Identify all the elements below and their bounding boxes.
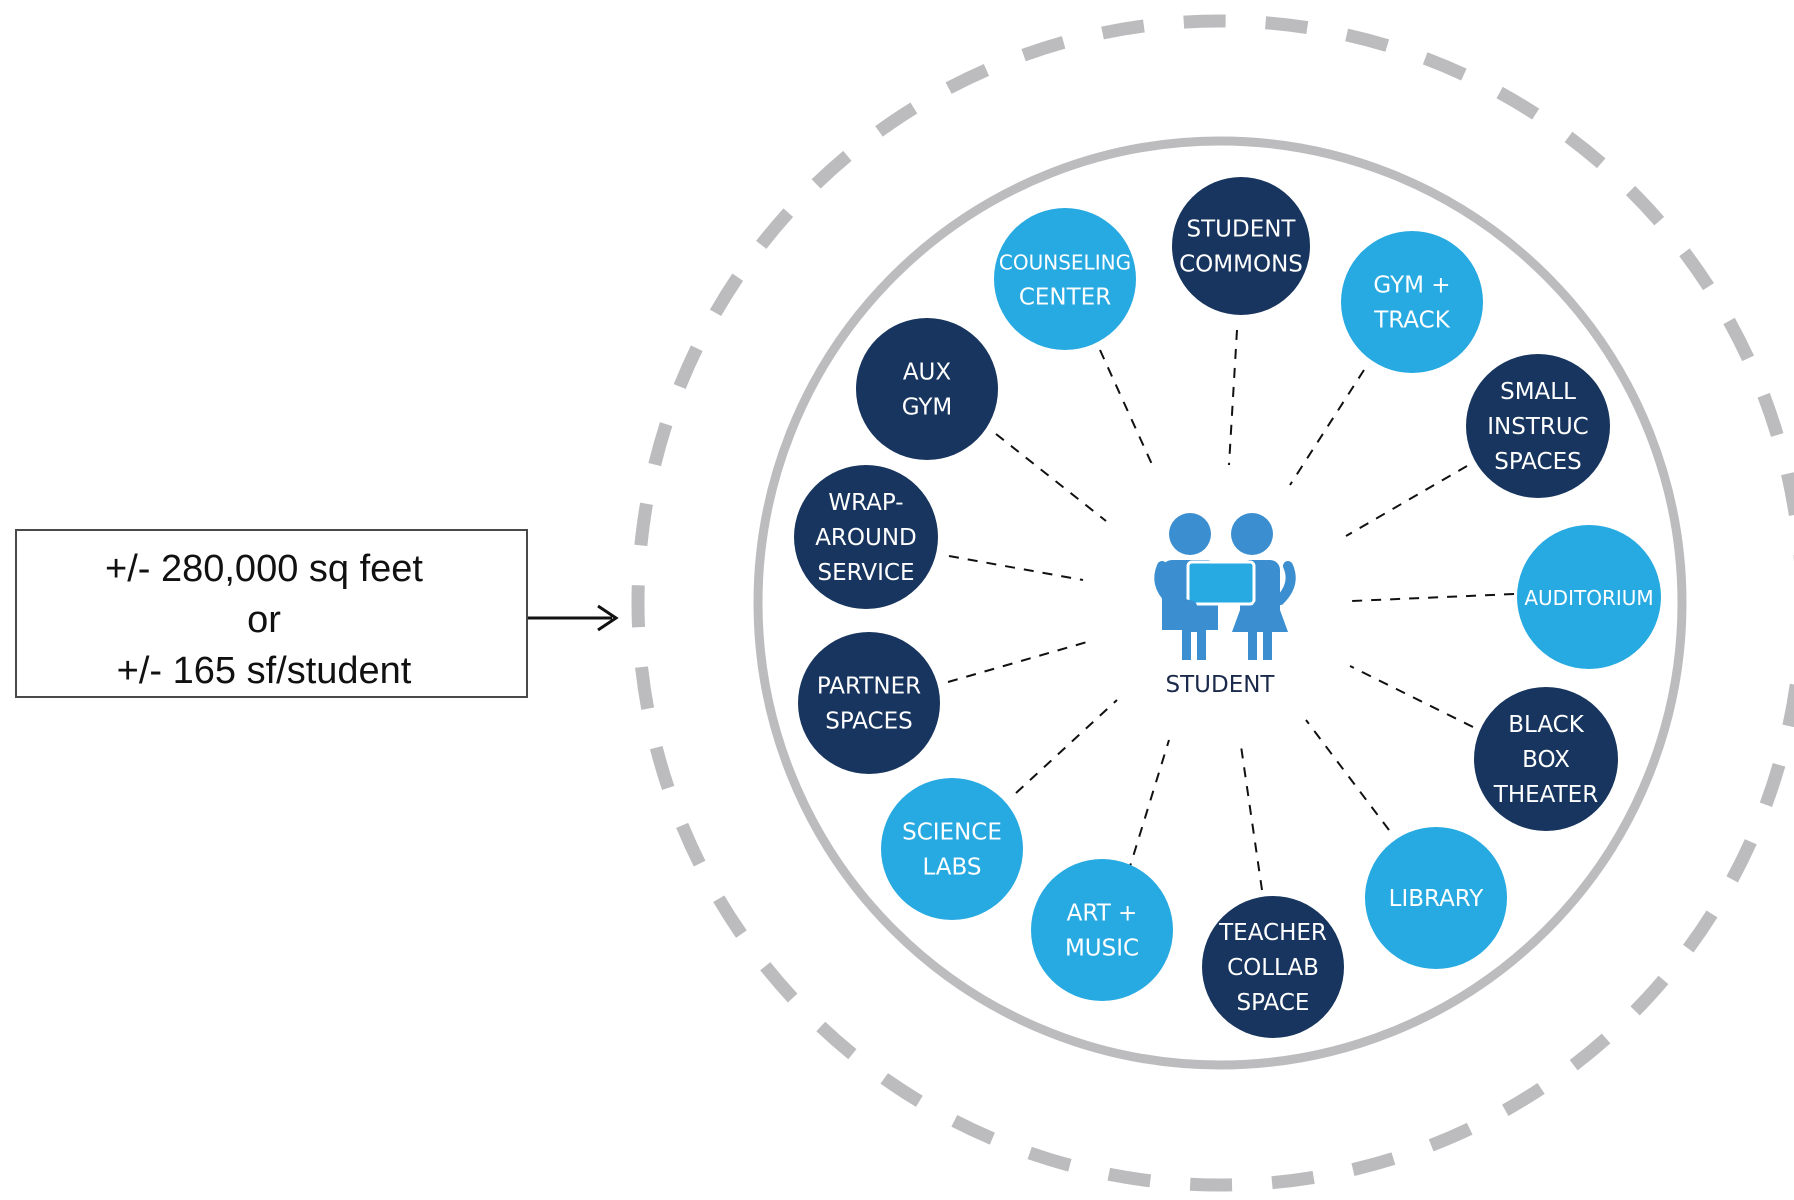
node-label-teacher-collab-space-1: TEACHER (1218, 920, 1327, 946)
info-line-1: +/- 280,000 sq feet (105, 548, 423, 590)
node-student-commons: STUDENT COMMONS (1172, 177, 1310, 315)
connector-gym-track (1289, 369, 1365, 486)
info-box: +/- 280,000 sq feet or +/- 165 sf/studen… (15, 529, 528, 698)
connector-science-labs (1015, 699, 1118, 794)
node-circle-counseling-center (994, 208, 1136, 350)
connector-art-music (1127, 739, 1170, 874)
node-circle-teacher-collab-space (1202, 896, 1344, 1038)
connector-lines (947, 329, 1515, 891)
node-label-library-1: LIBRARY (1389, 886, 1485, 912)
connector-aux-gym (995, 433, 1107, 522)
node-label-student-commons-1: STUDENT (1187, 217, 1297, 243)
node-circle-small-instruc-spaces (1466, 354, 1610, 498)
info-line-3: +/- 165 sf/student (117, 650, 412, 692)
node-label-auditorium-1: AUDITORIUM (1524, 586, 1653, 610)
node-circle-gym-track (1341, 231, 1483, 373)
node-auditorium: AUDITORIUM (1517, 525, 1661, 669)
node-circle-aux-gym (856, 318, 998, 460)
node-label-gym-track-1: GYM + (1373, 273, 1450, 299)
node-library: LIBRARY (1365, 827, 1507, 969)
node-label-black-box-theater-2: BOX (1522, 747, 1570, 773)
connector-small-instruc-spaces (1345, 465, 1468, 537)
node-gym-track: GYM + TRACK (1341, 231, 1483, 373)
node-label-partner-spaces-2: SPACES (825, 709, 913, 735)
node-small-instruc-spaces: SMALL INSTRUC SPACES (1466, 354, 1610, 498)
info-line-2: or (247, 599, 281, 641)
outer-dashed-ring (631, 14, 1794, 1192)
node-label-teacher-collab-space-3: SPACE (1237, 990, 1310, 1016)
connector-teacher-collab-space (1240, 745, 1263, 891)
node-counseling-center: COUNSELING CENTER (994, 208, 1136, 350)
node-label-science-labs-2: LABS (922, 855, 981, 881)
node-circle-art-music (1031, 859, 1173, 1001)
node-label-black-box-theater-1: BLACK (1508, 712, 1585, 738)
connector-black-box-theater (1349, 665, 1474, 728)
node-label-aux-gym-2: GYM (902, 395, 953, 421)
students-with-tablet-icon (1154, 513, 1296, 660)
node-circle-science-labs (881, 778, 1023, 920)
connector-auditorium (1351, 593, 1515, 602)
node-wrap-around-service: WRAP- AROUND SERVICE (794, 465, 938, 609)
node-label-art-music-1: ART + (1067, 901, 1138, 927)
node-label-art-music-2: MUSIC (1065, 936, 1139, 962)
connector-wrap-around-service (948, 555, 1084, 581)
node-science-labs: SCIENCE LABS (881, 778, 1023, 920)
node-teacher-collab-space: TEACHER COLLAB SPACE (1202, 896, 1344, 1038)
node-label-teacher-collab-space-2: COLLAB (1227, 955, 1319, 981)
node-label-gym-track-2: TRACK (1373, 308, 1450, 334)
node-partner-spaces: PARTNER SPACES (798, 632, 940, 774)
node-label-aux-gym-1: AUX (903, 360, 952, 386)
node-label-wrap-around-service-3: SERVICE (818, 560, 915, 586)
node-label-wrap-around-service-1: WRAP- (828, 490, 903, 516)
inner-solid-ring (753, 136, 1687, 1070)
node-label-counseling-center-1: COUNSELING (999, 251, 1131, 275)
connector-partner-spaces (947, 639, 1095, 683)
node-art-music: ART + MUSIC (1031, 859, 1173, 1001)
connector-library (1305, 719, 1390, 831)
node-circle-auditorium (1517, 525, 1661, 669)
arrow-right-icon (528, 604, 619, 632)
node-label-wrap-around-service-2: AROUND (815, 525, 917, 551)
program-nodes: STUDENT COMMONS GYM + TRACK SMALL INSTRUC SPAC… (794, 177, 1661, 1038)
node-circle-partner-spaces (798, 632, 940, 774)
node-circle-student-commons (1172, 177, 1310, 315)
node-label-small-instruc-spaces-2: INSTRUC (1487, 414, 1589, 440)
node-circle-library (1365, 827, 1507, 969)
center-label: STUDENT (1166, 672, 1276, 698)
node-label-black-box-theater-3: THEATER (1493, 782, 1598, 808)
node-label-small-instruc-spaces-1: SMALL (1500, 379, 1576, 405)
node-circle-black-box-theater (1474, 687, 1618, 831)
node-label-partner-spaces-1: PARTNER (817, 674, 921, 700)
connector-counseling-center (1099, 349, 1156, 472)
node-label-small-instruc-spaces-3: SPACES (1494, 449, 1582, 475)
node-label-science-labs-1: SCIENCE (902, 820, 1002, 846)
node-circle-wrap-around-service (794, 465, 938, 609)
node-label-student-commons-2: COMMONS (1179, 252, 1303, 278)
node-black-box-theater: BLACK BOX THEATER (1474, 687, 1618, 831)
node-aux-gym: AUX GYM (856, 318, 998, 460)
node-label-counseling-center-2: CENTER (1019, 285, 1111, 311)
connector-student-commons (1228, 329, 1238, 466)
